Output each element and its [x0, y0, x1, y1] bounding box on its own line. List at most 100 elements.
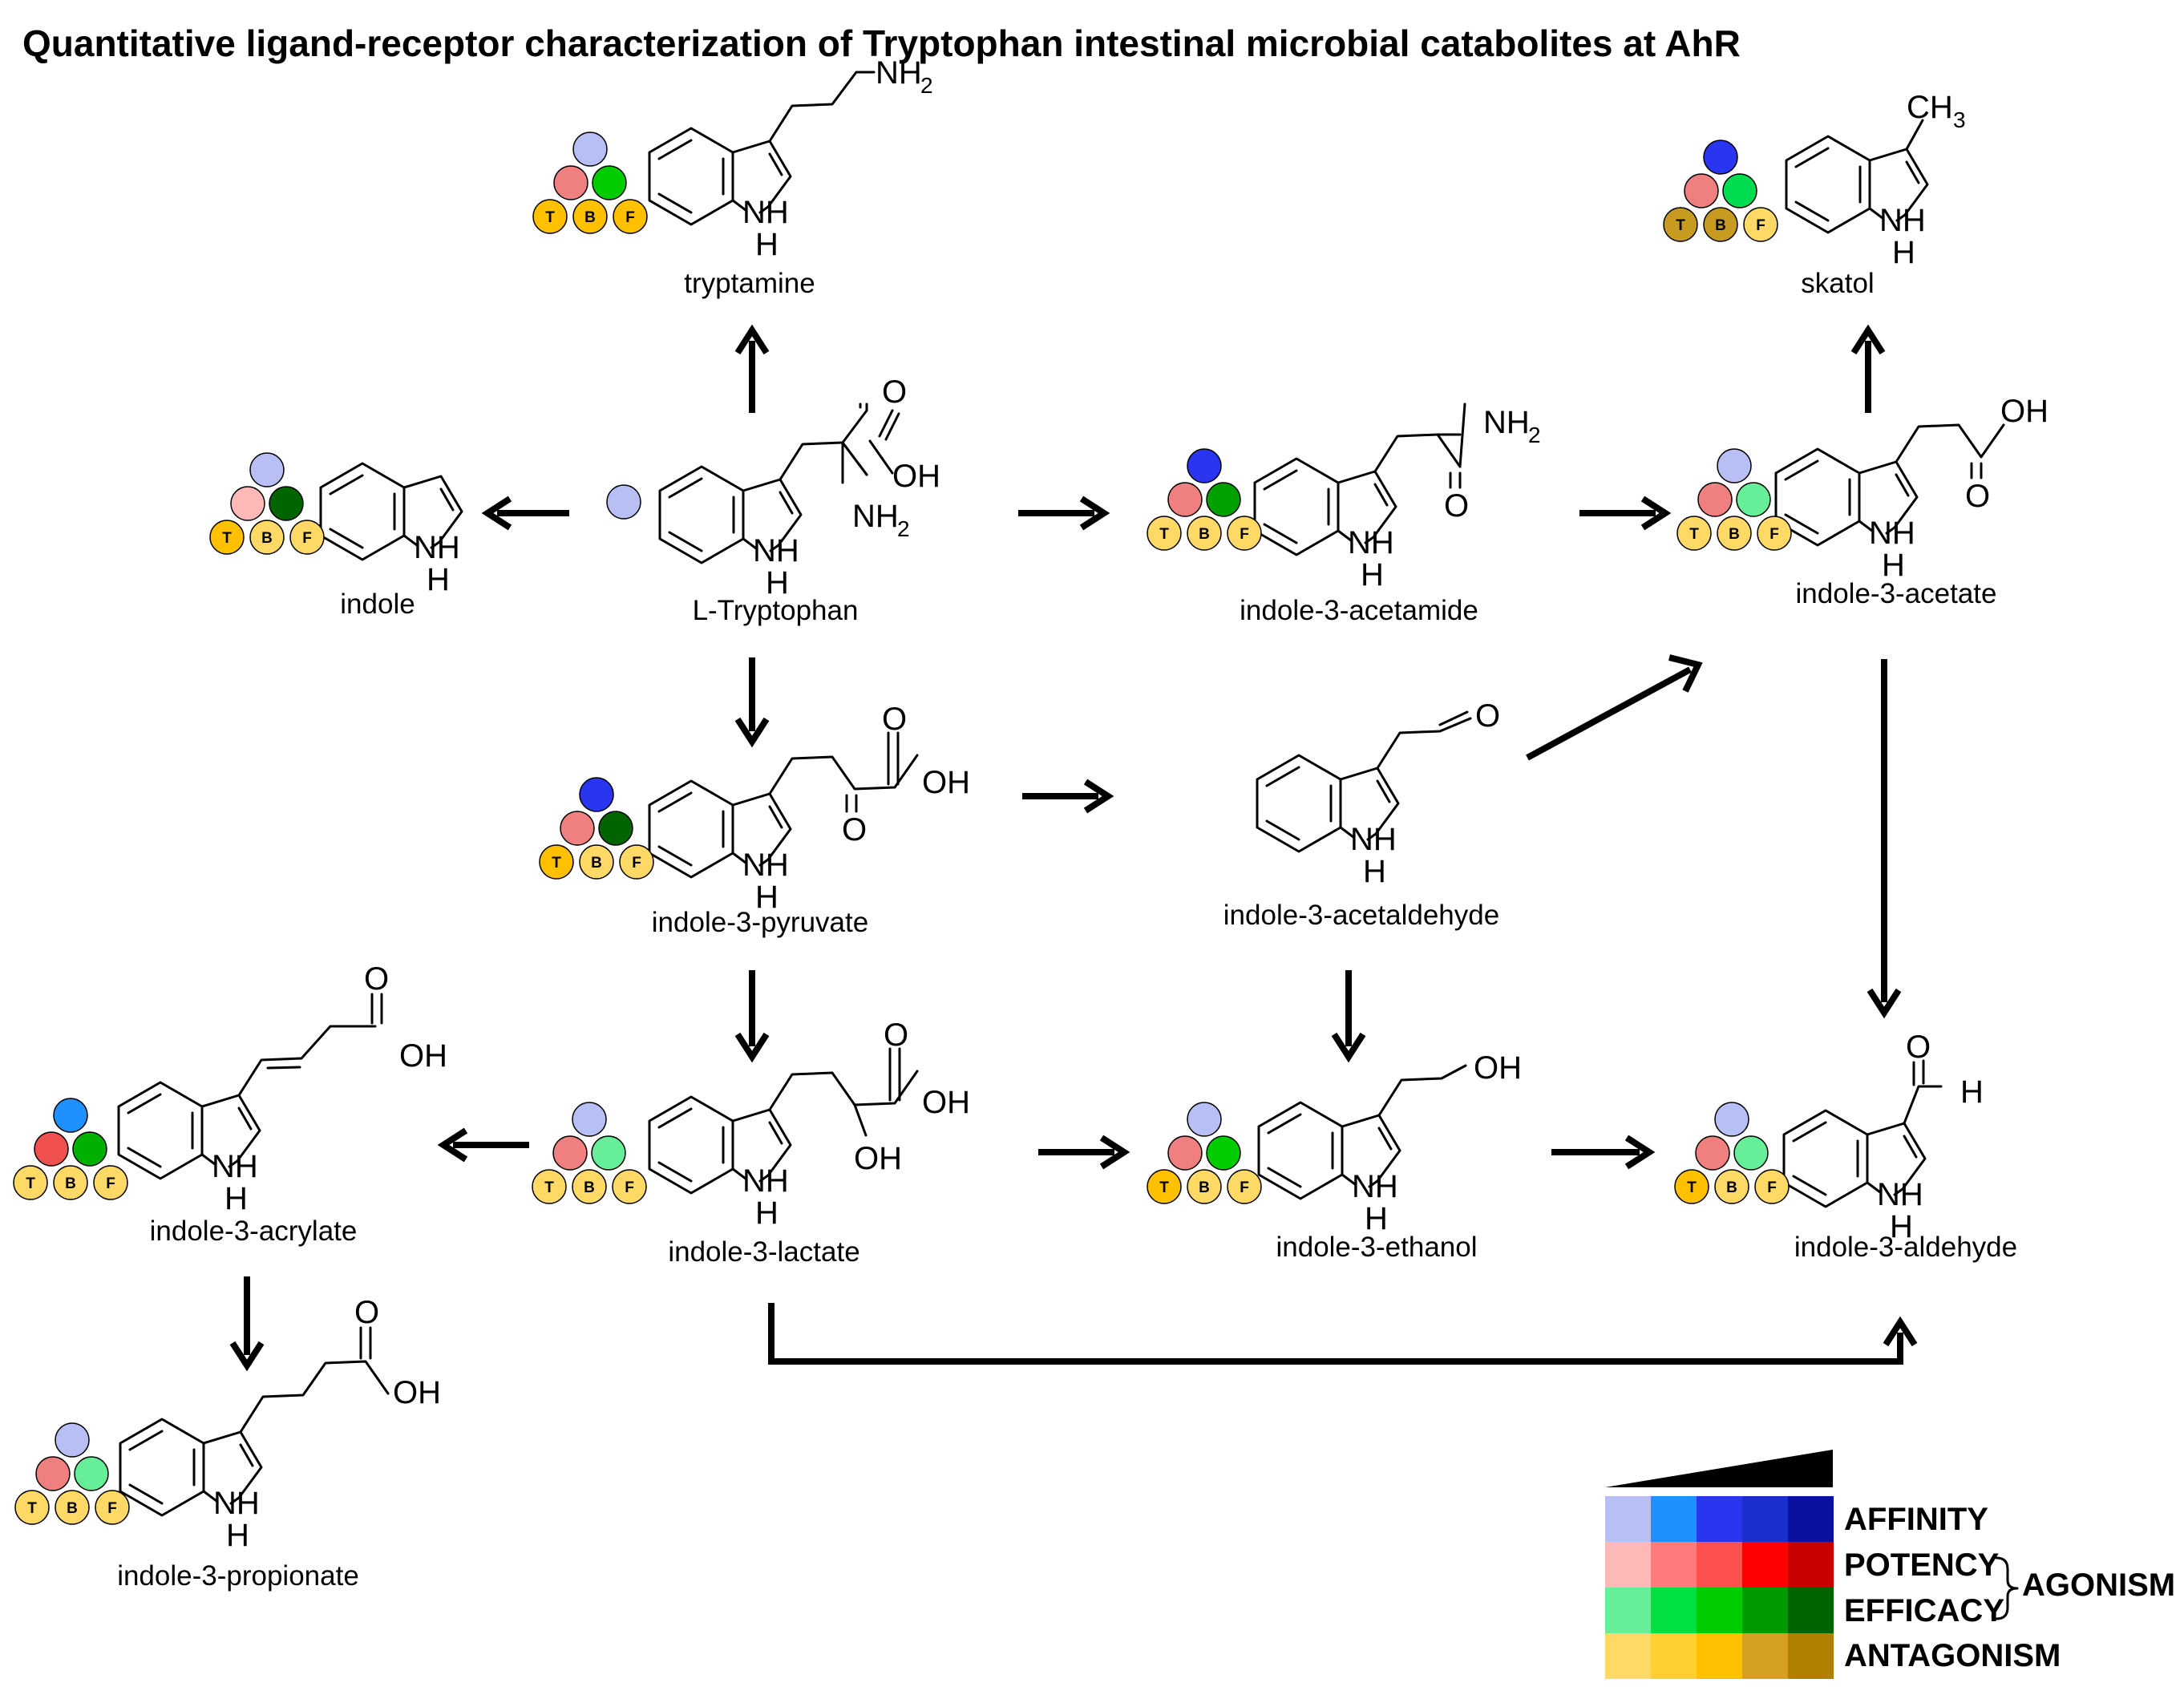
- antagonism-dot-b: [249, 520, 285, 555]
- legend: AFFINITY POTENCY EFFICACY ANTAGONISM AGO…: [1605, 1450, 2175, 1679]
- legend-cell-1-4: [1788, 1542, 1834, 1588]
- badge-letter-b: B: [261, 530, 273, 547]
- affinity-dot: [1187, 448, 1222, 483]
- label-acetamide: indole-3-acetamide: [1240, 595, 1478, 626]
- legend-agonism-brace: [1995, 1556, 2019, 1620]
- arrow-acetate-to-skatol: [1850, 324, 1886, 413]
- svg-text:H: H: [1365, 1201, 1388, 1236]
- antagonism-dot-b: [1703, 207, 1738, 242]
- badge-letter-b: B: [591, 855, 602, 872]
- badge-letter-t: T: [26, 1175, 35, 1192]
- label-skatol: skatol: [1801, 268, 1874, 299]
- svg-text:2: 2: [1528, 423, 1541, 447]
- svg-text:H: H: [1361, 557, 1384, 593]
- label-acrylate: indole-3-acrylate: [150, 1216, 358, 1247]
- svg-text:NH: NH: [1352, 1169, 1398, 1204]
- antagonism-dot-f: [1743, 207, 1778, 242]
- legend-efficacy-label: EFFICACY: [1844, 1593, 2004, 1628]
- structure-acetamide: O NH2 NH H: [1253, 402, 1541, 593]
- legend-antagonism-label: ANTAGONISM: [1844, 1638, 2061, 1673]
- structure-pyruvate: O O OH NH H: [648, 702, 970, 915]
- antagonism-dot-b: [1187, 516, 1222, 551]
- legend-cell-0-4: [1788, 1496, 1834, 1542]
- legend-cell-1-1: [1651, 1542, 1697, 1588]
- potency-dot: [553, 165, 588, 200]
- legend-cell-0-3: [1742, 1496, 1788, 1542]
- svg-text:OH: OH: [922, 1085, 970, 1120]
- label-aldehyde: indole-3-aldehyde: [1794, 1232, 2017, 1263]
- svg-text:O: O: [354, 1295, 379, 1330]
- badge-letter-b: B: [584, 209, 596, 226]
- legend-cell-2-3: [1742, 1588, 1788, 1633]
- badge-letter-f: F: [1769, 526, 1779, 543]
- structure-acetate: O OH NH H: [1774, 394, 2049, 583]
- efficacy-dot: [269, 486, 304, 521]
- legend-cell-2-1: [1651, 1588, 1697, 1633]
- svg-text:H: H: [755, 1195, 779, 1231]
- antagonism-dot-t: [532, 1169, 567, 1204]
- potency-dot: [1167, 1135, 1203, 1171]
- badge-letter-t: T: [1676, 217, 1685, 234]
- antagonism-dot-f: [1227, 516, 1262, 551]
- antagonism-dot-f: [613, 199, 648, 234]
- arrow-pyruvate-to-acetaldehyde: [1022, 779, 1114, 814]
- antagonism-dot-f: [1227, 1169, 1262, 1204]
- antagonism-dot-f: [619, 844, 654, 880]
- structure-lactate: OH O OH NH H: [648, 1017, 970, 1231]
- label-propionate: indole-3-propionate: [117, 1560, 359, 1592]
- badge-letter-t: T: [1159, 1179, 1169, 1196]
- badge-letter-t: T: [222, 530, 232, 547]
- legend-cell-0-2: [1697, 1496, 1742, 1542]
- svg-text:H: H: [1363, 854, 1386, 889]
- arrow-acetaldehyde-to-ethanol: [1331, 970, 1366, 1063]
- svg-text:H: H: [755, 227, 779, 262]
- svg-text:NH: NH: [212, 1149, 258, 1184]
- badge-letter-f: F: [625, 209, 635, 226]
- antagonism-dot-t: [532, 199, 568, 234]
- potency-dot: [560, 811, 595, 846]
- legend-cell-1-0: [1605, 1542, 1651, 1588]
- svg-text:NH: NH: [742, 1163, 789, 1199]
- svg-text:H: H: [224, 1181, 248, 1216]
- efficacy-dot: [1733, 1135, 1769, 1171]
- legend-agonism-label: AGONISM: [2022, 1567, 2175, 1603]
- structure-acrylate: O OH NH H: [117, 961, 447, 1216]
- antagonism-dot-b: [55, 1490, 90, 1525]
- antagonism-dot-f: [93, 1165, 128, 1200]
- svg-text:2: 2: [897, 516, 910, 541]
- svg-text:O: O: [1444, 488, 1469, 524]
- svg-text:O: O: [882, 702, 907, 737]
- arrow-trp-to-tryptamine: [734, 324, 770, 413]
- svg-text:H: H: [1892, 235, 1915, 270]
- efficacy-dot: [592, 165, 627, 200]
- badge-letter-b: B: [1199, 526, 1210, 543]
- legend-cell-2-4: [1788, 1588, 1834, 1633]
- antagonism-dot-f: [1754, 1169, 1790, 1204]
- affinity-dot: [1703, 140, 1738, 175]
- svg-text:H: H: [226, 1518, 249, 1553]
- svg-text:O: O: [884, 1017, 908, 1053]
- affinity-dot: [579, 777, 614, 812]
- antagonism-dot-t: [1674, 1169, 1709, 1204]
- antagonism-dot-t: [1663, 207, 1698, 242]
- svg-text:H: H: [766, 565, 789, 601]
- efficacy-dot: [591, 1135, 626, 1171]
- legend-cell-3-4: [1788, 1633, 1834, 1679]
- badge-letter-f: F: [1240, 1179, 1249, 1196]
- legend-cell-0-0: [1605, 1496, 1651, 1542]
- structure-tryptophan: NH2 OH O NH H: [658, 374, 940, 601]
- antagonism-dot-b: [1714, 1169, 1749, 1204]
- legend-cell-3-3: [1742, 1633, 1788, 1679]
- svg-text:NH: NH: [742, 195, 789, 230]
- structure-propionate: O OH NH H: [119, 1295, 441, 1553]
- arrow-pyruvate-to-lactate: [734, 970, 770, 1063]
- svg-text:O: O: [1965, 479, 1990, 514]
